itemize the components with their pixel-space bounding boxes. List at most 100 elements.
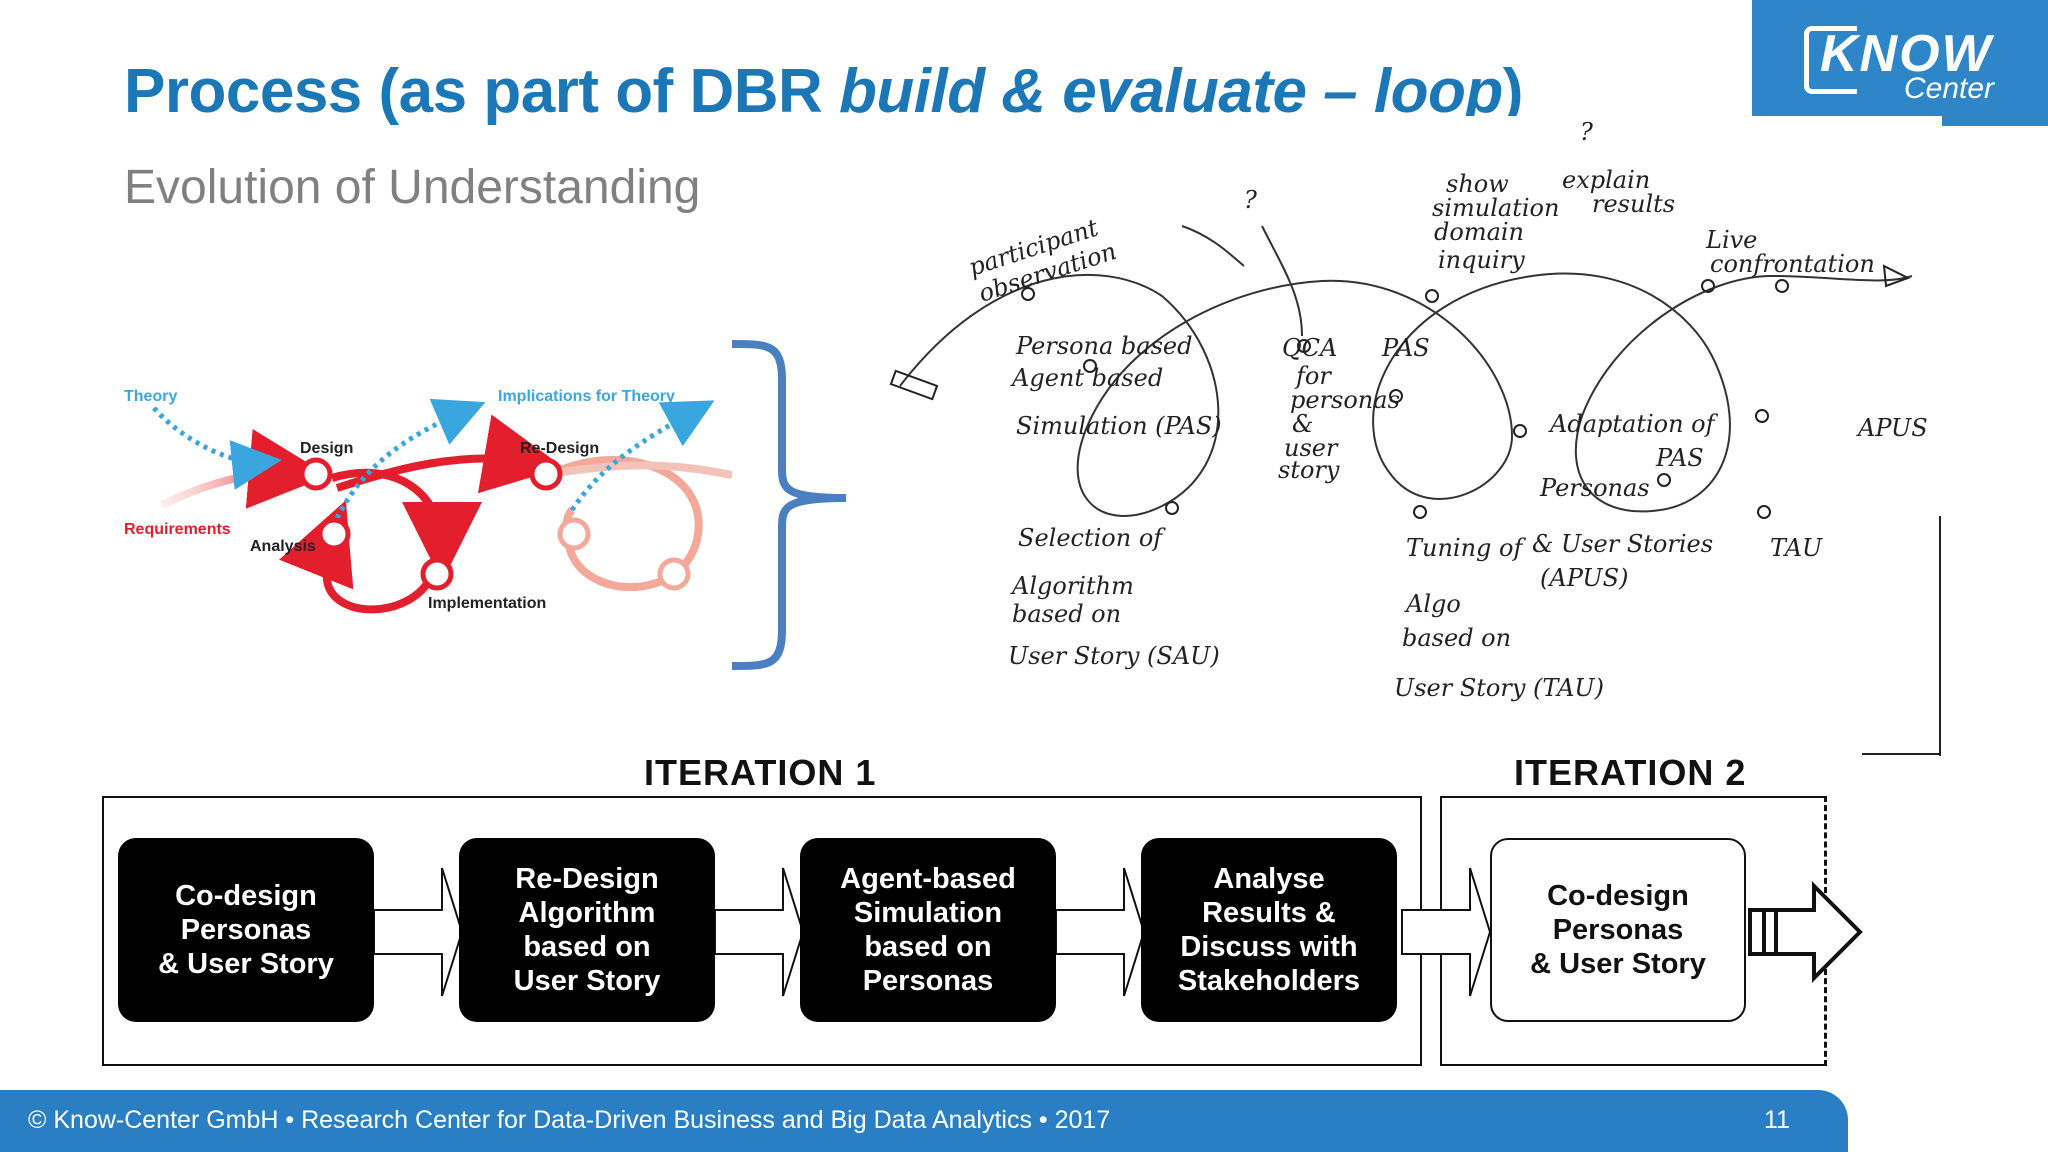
sketch-note-18: PAS [1381, 334, 1430, 362]
sketch-note-20: Agent based [1010, 364, 1163, 392]
arrow-3 [1055, 867, 1146, 997]
iteration-1-label: ITERATION 1 [644, 752, 877, 793]
slide-subtitle: Evolution of Understanding [124, 161, 701, 214]
know-center-logo: KNOW Center [1752, 0, 2048, 126]
sketch-loop-curve [899, 272, 1913, 517]
sketch-note-17: story [1278, 456, 1340, 484]
sketch-note-22: Adaptation of [1548, 410, 1719, 438]
sketch-note-2: ? [1244, 186, 1257, 214]
implications-arrow-1 [334, 398, 486, 520]
iteration-2-label: ITERATION 2 [1514, 752, 1747, 793]
redesign-label: Re-Design [520, 440, 599, 457]
analysis-label: Analysis [250, 538, 316, 555]
sketch-note-35: User Story (TAU) [1394, 674, 1604, 702]
analysis-node [317, 517, 351, 551]
step-arrows [373, 867, 1863, 997]
sketch-note-21: Simulation (PAS) [1016, 412, 1222, 440]
sketch-note-31: User Story (SAU) [1008, 642, 1220, 670]
arrow-4 [1401, 867, 1492, 997]
text-line: based on [864, 931, 992, 963]
light-node-1 [557, 517, 591, 551]
text-line: Results & [1202, 897, 1336, 929]
redesign-tail [551, 461, 732, 479]
design-to-redesign-arrow [335, 414, 564, 494]
requirements-label: Requirements [124, 521, 231, 538]
sketch-note-27: APUS [1856, 414, 1928, 442]
arrow-2 [714, 867, 805, 997]
sketch-note-24: & User Stories [1532, 530, 1713, 558]
text-line: Personas [180, 914, 312, 946]
implications-arrow-2 [569, 400, 715, 512]
text-line: Co-design [1547, 880, 1689, 912]
text-line: Personas [1552, 914, 1684, 946]
title-text: Process (as part of DBR [124, 57, 839, 126]
theory-label: Theory [124, 388, 177, 405]
sketch-note-30: based on [1012, 600, 1121, 628]
text-line: Re-Design [515, 863, 659, 895]
implementation-node [420, 557, 454, 591]
sketch-note-5: simulation [1432, 194, 1559, 222]
light-node-2 [657, 557, 691, 591]
sketch-note-15: & [1292, 410, 1313, 438]
sketch-note-10: Live [1705, 226, 1757, 254]
text-line: Co-design [175, 880, 317, 912]
sketch-note-16: user [1284, 434, 1339, 462]
sketch-note-19: Persona based [1015, 332, 1192, 360]
sketch-note-23: Personas [1539, 474, 1650, 502]
dbr-loop-diagram: Theory Implications for Theory Design Re… [124, 388, 732, 614]
text-line: Stakeholders [1177, 965, 1361, 997]
footer-text: © Know-Center GmbH • Research Center for… [28, 1106, 1111, 1134]
curly-brace [731, 340, 847, 670]
sketch-note-25: (APUS) [1540, 564, 1628, 592]
footer-bar: © Know-Center GmbH • Research Center for… [0, 1090, 1848, 1152]
sketch-note-33: Algo [1404, 590, 1461, 618]
text-line: Personas [862, 965, 994, 997]
sketch-note-14: personas [1290, 386, 1400, 414]
sketch-note-28: Selection of [1018, 524, 1166, 552]
requirements-arrow [160, 429, 329, 509]
logo-frame [1804, 26, 1857, 94]
design-loop-arrow [330, 468, 482, 582]
handwritten-sketch: participant observation ? ? show simulat… [872, 116, 1942, 756]
sketch-note-8: domain [1434, 218, 1524, 246]
sketch-note-36: TAU [1770, 534, 1823, 562]
sketch-note-6: explain [1562, 166, 1650, 194]
sketch-note-13: for [1294, 362, 1332, 390]
sketch-note-32: Tuning of [1406, 534, 1526, 562]
text-line: Algorithm [518, 897, 656, 929]
sketch-note-26: PAS [1655, 444, 1704, 472]
slide-title: Process (as part of DBR build & evaluate… [124, 56, 1523, 127]
text-line: User Story [513, 965, 661, 997]
logo-center-text: Center [1904, 72, 1995, 105]
sketch-note-11: confrontation [1710, 250, 1875, 278]
implications-label: Implications for Theory [498, 388, 675, 405]
design-label: Design [300, 440, 353, 457]
sketch-note-29: Algorithm [1010, 572, 1134, 600]
text-line: Agent-based [840, 863, 1016, 895]
title-italic-text: build & evaluate – loop [839, 57, 1503, 126]
sketch-note-34: based on [1402, 624, 1511, 652]
text-line: & User Story [158, 948, 334, 980]
sketch-note-3: ? [1580, 118, 1593, 146]
arrow-next [1748, 881, 1863, 983]
design-node [299, 457, 333, 491]
text-line: based on [523, 931, 651, 963]
text-line: Discuss with [1180, 931, 1358, 963]
text-line: & User Story [1530, 948, 1706, 980]
sketch-note-7: results [1592, 190, 1675, 218]
arrow-1 [373, 867, 464, 997]
sketch-note-12: QCA [1282, 334, 1337, 362]
theory-arrow [152, 406, 282, 490]
title-close-text: ) [1502, 57, 1524, 126]
redesign-node [529, 457, 563, 491]
implementation-label: Implementation [428, 595, 546, 612]
sketch-note-9: inquiry [1438, 246, 1525, 274]
text-line: Analyse [1213, 863, 1325, 895]
sketch-note-4: show [1446, 170, 1509, 198]
page-number: 11 [1764, 1106, 1790, 1134]
